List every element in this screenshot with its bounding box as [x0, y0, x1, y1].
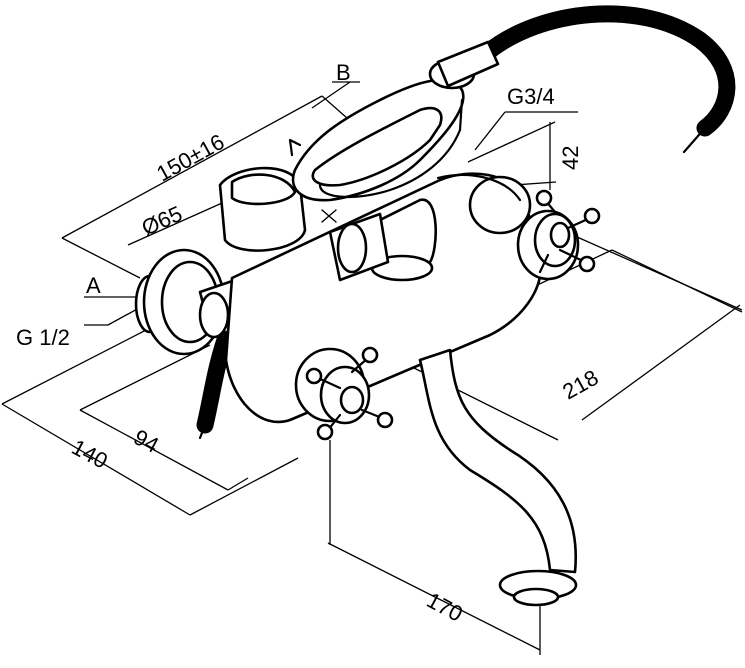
shower-hose-top: [479, 5, 736, 154]
left-wall-flange: [134, 248, 264, 356]
label-dim-218: 218: [558, 365, 602, 405]
bath-spout: [418, 348, 578, 607]
hand-shower: [218, 40, 500, 252]
label-g12: G 1/2: [16, 325, 70, 350]
label-b: B: [336, 60, 351, 85]
label-dim-150: 150±16: [152, 129, 228, 186]
label-g34: G3/4: [507, 84, 555, 109]
left-cross-handle: [294, 346, 394, 441]
label-a: A: [86, 273, 101, 298]
label-dim-42: 42: [558, 146, 583, 170]
label-dia-65: Ø65: [138, 201, 186, 241]
right-cross-handle: [516, 189, 601, 281]
label-dim-170: 170: [423, 587, 467, 626]
diverter-housing: [321, 198, 437, 282]
label-dim-140: 140: [68, 434, 112, 473]
